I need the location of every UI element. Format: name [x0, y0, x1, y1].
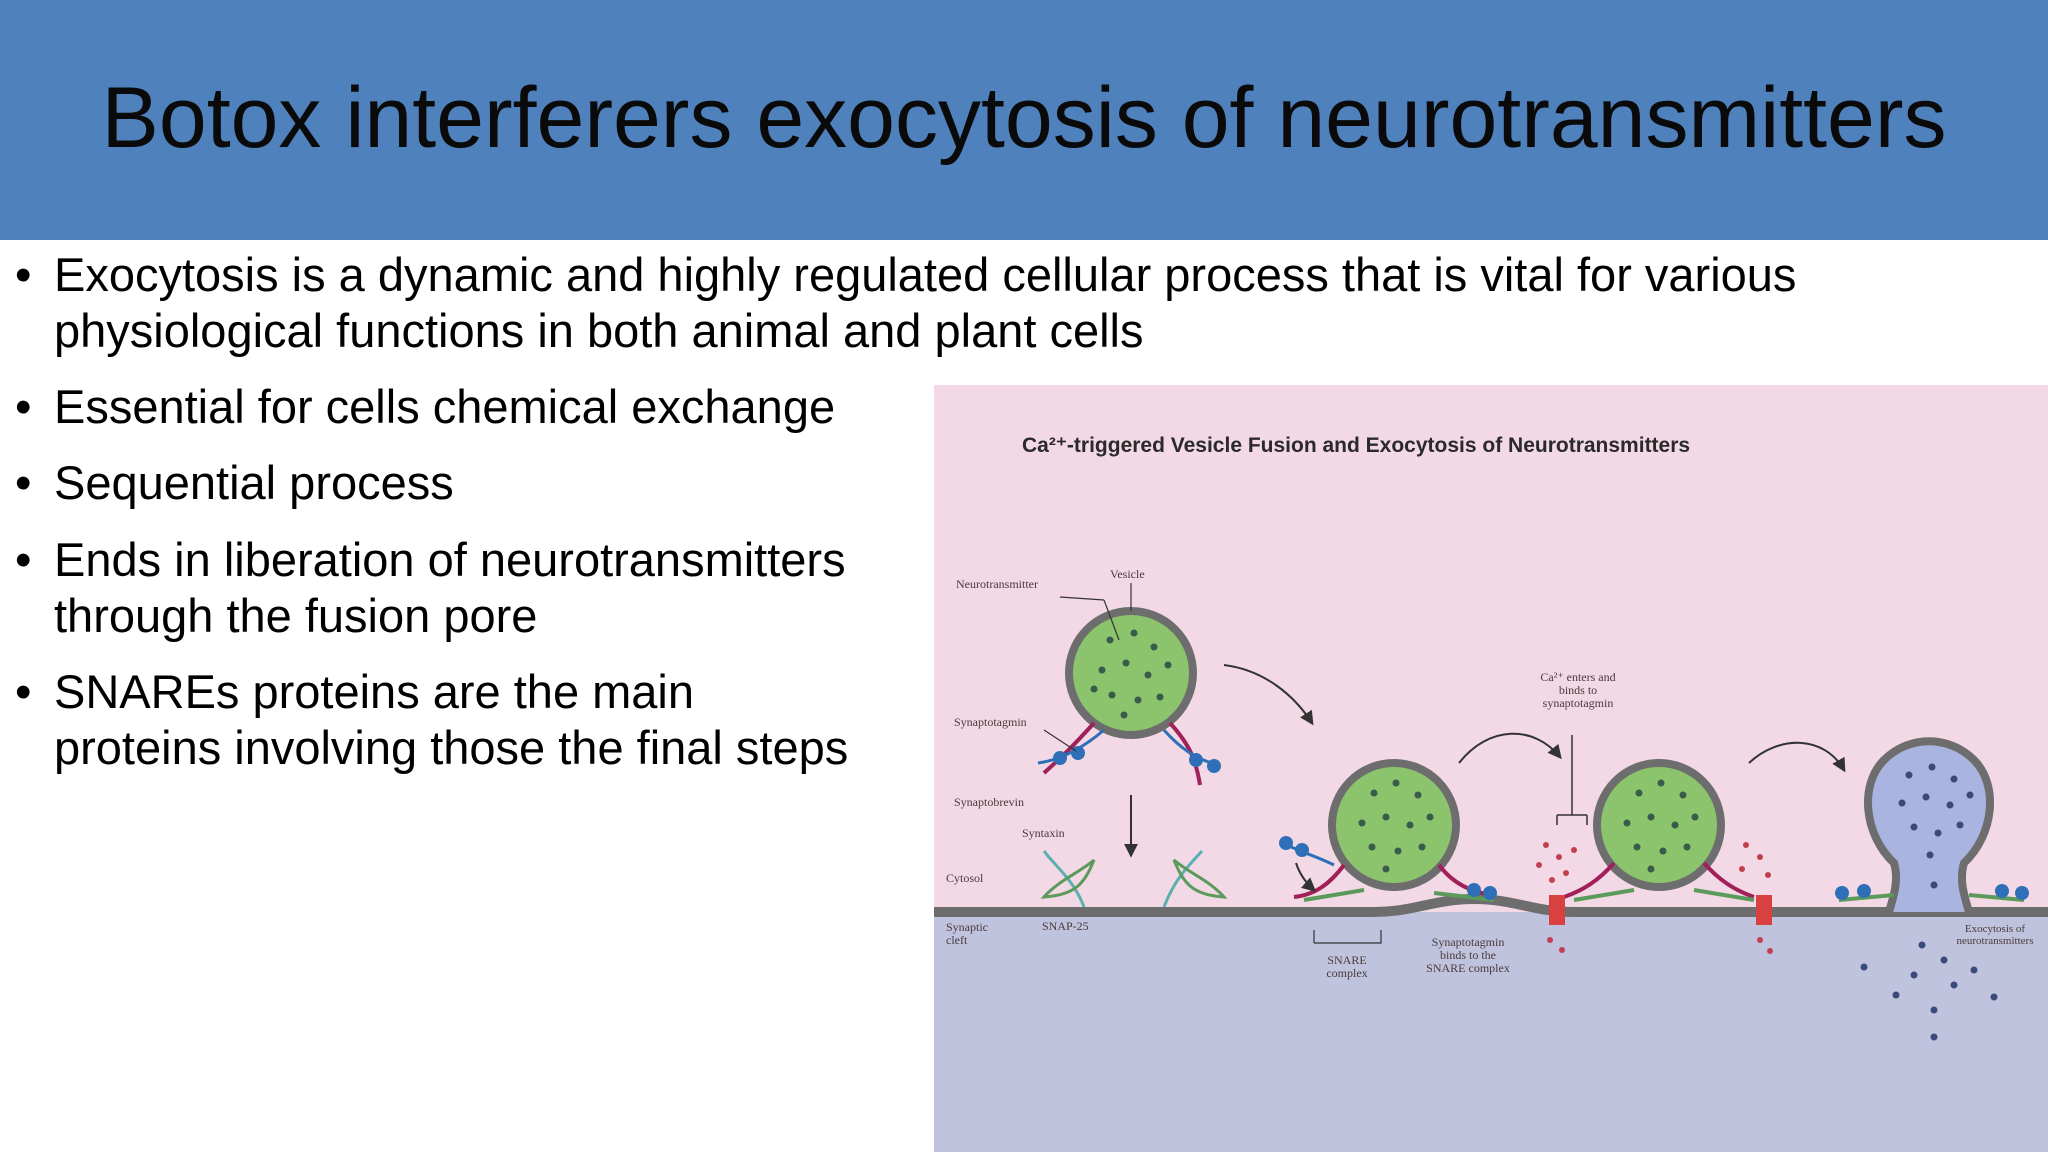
label-synaptotagmin-binds: SNARE complex [1426, 961, 1510, 975]
exocytosis-diagram: Ca²⁺-triggered Vesicle Fusion and Exocyt… [934, 385, 2048, 1152]
stage-arrow [1748, 741, 1846, 773]
bullet-dot: • [15, 248, 32, 301]
label-synaptotagmin-binds: Synaptotagmin [1432, 935, 1505, 949]
label-exocytosis: neurotransmitters [1957, 935, 2034, 947]
bullet-text: Ends in liberation of neurotransmitters [54, 533, 846, 586]
label-snare-complex: SNARE [1327, 953, 1366, 967]
bullet-dot: • [15, 456, 32, 509]
label-synaptotagmin-binds: binds to the [1440, 948, 1496, 962]
label-cytosol: Cytosol [946, 871, 984, 885]
label-ca-enters: synaptotagmin [1543, 696, 1614, 710]
bullet-dot: • [15, 665, 32, 718]
vesicle [1065, 607, 1197, 739]
synaptic-cleft-region [934, 912, 2048, 1152]
calcium-channel [1549, 895, 1565, 925]
label-synaptotagmin: Synaptotagmin [954, 715, 1027, 729]
label-synaptic-cleft: cleft [946, 933, 968, 947]
bullet-text: proteins involving those the final steps [54, 721, 849, 774]
bullet-dot: • [15, 380, 32, 433]
fusion-pore [1864, 737, 1994, 914]
label-vesicle: Vesicle [1110, 567, 1145, 581]
label-synaptobrevin: Synaptobrevin [954, 795, 1024, 809]
calcium-ions [1536, 842, 1773, 954]
label-neurotransmitter: Neurotransmitter [956, 577, 1038, 591]
label-snare-complex: complex [1326, 966, 1367, 980]
label-syntaxin: Syntaxin [1022, 826, 1065, 840]
label-exocytosis: Exocytosis of [1965, 923, 2026, 935]
label-ca-enters: binds to [1559, 683, 1597, 697]
neurotransmitter-dots [1090, 629, 1172, 719]
bullet-text: Essential for cells chemical exchange [54, 380, 836, 433]
calcium-channel [1756, 895, 1772, 925]
bullet-text: Exocytosis is a dynamic and highly regul… [54, 248, 1797, 301]
bullet-text: through the fusion pore [54, 589, 538, 642]
vesicle [1328, 759, 1460, 891]
title-bar [0, 0, 2048, 240]
bullet-dot: • [15, 533, 32, 586]
diagram-svg: Ca²⁺-triggered Vesicle Fusion and Exocyt… [934, 385, 2048, 1152]
figure-title: Ca²⁺-triggered Vesicle Fusion and Exocyt… [1022, 434, 1690, 457]
stage-2-vesicle [1279, 759, 1497, 902]
bullet-text: physiological functions in both animal a… [54, 304, 1144, 357]
slide-title: Botox interferers exocytosis of neurotra… [101, 70, 1947, 166]
vesicle [1593, 759, 1725, 891]
stage-4-fused-vesicle [1835, 737, 2029, 1041]
label-snap25: SNAP-25 [1042, 919, 1089, 933]
label-ca-enters: Ca²⁺ enters and [1540, 670, 1615, 684]
bullet-text: SNAREs proteins are the main [54, 665, 695, 718]
label-synaptic-cleft: Synaptic [946, 920, 988, 934]
stage-arrow [1223, 664, 1314, 726]
stage-arrow [1458, 732, 1562, 764]
bullet-text: Sequential process [54, 456, 454, 509]
stage-3-vesicle [1536, 735, 1773, 954]
